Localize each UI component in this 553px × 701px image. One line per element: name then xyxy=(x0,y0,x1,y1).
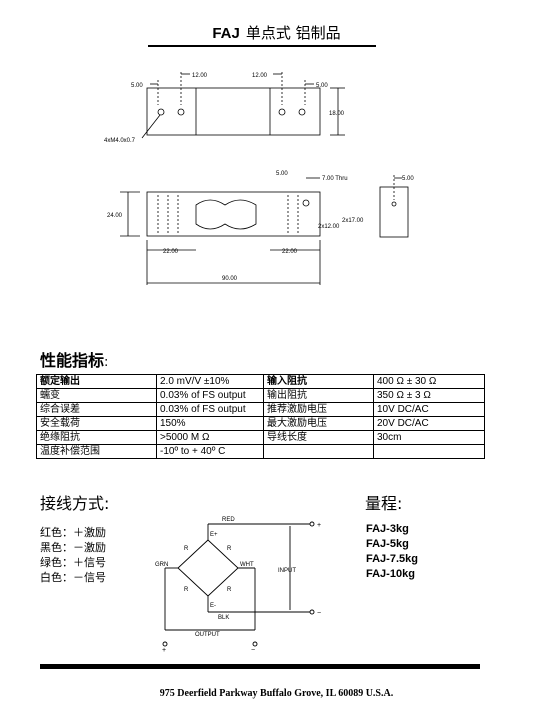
dim-label: 2x12.00 xyxy=(318,224,340,230)
wiring-heading: 接线方式: xyxy=(40,494,110,513)
spec-label: 推荐激励电压 xyxy=(263,402,374,417)
footer-rule xyxy=(40,664,480,669)
dim-label: 18.00 xyxy=(329,111,345,117)
capacity-item: FAJ-3kg xyxy=(366,523,409,535)
spec-value: -10º to + 40º C xyxy=(156,444,264,459)
wire-item: 黑色：－激励 xyxy=(40,541,106,554)
end-view: 5.00 xyxy=(379,175,414,238)
wire-item: 红色：＋激励 xyxy=(40,526,106,539)
spec-label: 输出阻抗 xyxy=(263,388,374,403)
spec-value: 20V DC/AC xyxy=(373,416,485,431)
excitation-minus-label: E- xyxy=(210,603,216,609)
resistor-label: R xyxy=(227,546,232,552)
spec-value: 350 Ω ± 3 Ω xyxy=(373,388,485,403)
capacity-list: FAJ-3kg FAJ-5kg FAJ-7.5kg FAJ-10kg xyxy=(366,522,418,582)
spec-label: 最大激励电压 xyxy=(263,416,374,431)
hole-note: 4xM4.0x0.7 xyxy=(104,138,136,144)
page-title: FAJ 单点式 铝制品 xyxy=(0,22,553,43)
title-underline xyxy=(148,45,376,47)
capacity-item: FAJ-10kg xyxy=(366,568,415,580)
spec-label: 额定输出 xyxy=(36,374,157,389)
dim-label: 90.00 xyxy=(222,276,238,282)
output-label: OUTPUT xyxy=(195,632,220,638)
dim-label: 5.00 xyxy=(276,171,288,177)
spec-label: 蠕变 xyxy=(36,388,157,403)
wire-label-red: RED xyxy=(222,517,235,523)
wire-label-wht: WHT xyxy=(240,562,254,568)
dim-label: 22.00 xyxy=(163,249,179,255)
spec-label: 输入阻抗 xyxy=(263,374,374,389)
wire-color-list: 红色：＋激励 黑色：－激励 绿色：＋信号 白色：－信号 xyxy=(40,525,106,585)
terminal-minus-label: − xyxy=(251,647,255,652)
spec-value: 400 Ω ± 30 Ω xyxy=(373,374,485,389)
dim-label: 5.00 xyxy=(131,83,143,89)
wire-item: 白色：－信号 xyxy=(40,571,106,584)
spec-value: >5000 M Ω xyxy=(156,430,264,445)
resistor-label: R xyxy=(184,587,189,593)
dim-label: 12.00 xyxy=(192,73,208,79)
capacity-item: FAJ-7.5kg xyxy=(366,553,418,565)
spec-row: 温度补偿范围-10º to + 40º C xyxy=(36,444,485,459)
mechanical-drawing: 5.00 12.00 12.00 5.00 18.00 4xM4.0x0.7 2… xyxy=(104,72,414,285)
range-heading: 量程: xyxy=(365,494,403,513)
product-title: 单点式 铝制品 xyxy=(245,24,341,42)
capacity-item: FAJ-5kg xyxy=(366,538,409,550)
footer-address: 975 Deerfield Parkway Buffalo Grove, IL … xyxy=(159,688,394,699)
spec-label: 温度补偿范围 xyxy=(36,444,157,459)
spec-heading: 性能指标: xyxy=(40,351,109,370)
terminal-plus-label: + xyxy=(162,647,166,652)
dim-label: 12.00 xyxy=(252,73,268,79)
spec-label: 绝缘阻抗 xyxy=(36,430,157,445)
resistor-label: R xyxy=(184,546,189,552)
spec-value: 0.03% of FS output xyxy=(156,388,264,403)
dim-label: 5.00 xyxy=(316,83,328,89)
dim-label: 5.00 xyxy=(402,176,414,182)
side-view: 24.00 22.00 22.00 90.00 5.00 7.00 Thru 2… xyxy=(107,171,364,285)
spec-heading-text: 性能指标 xyxy=(40,351,105,370)
wire-label-blk: BLK xyxy=(218,615,229,621)
spec-value xyxy=(373,444,485,459)
dim-label: 24.00 xyxy=(107,213,123,219)
spec-value: 0.03% of FS output xyxy=(156,402,264,417)
spec-label: 综合误差 xyxy=(36,402,157,417)
dim-label: 2x17.00 xyxy=(342,218,364,224)
terminal-minus-label: − xyxy=(317,610,321,617)
wiring-heading-text: 接线方式 xyxy=(40,494,105,513)
wire-label-grn: GRN xyxy=(155,562,168,568)
model-name: FAJ xyxy=(212,25,240,42)
spec-value: 30cm xyxy=(373,430,485,445)
spec-label: 安全载荷 xyxy=(36,416,157,431)
wiring-diagram: RED BLK GRN WHT INPUT OUTPUT E+ E- R R R… xyxy=(155,517,321,652)
range-heading-text: 量程 xyxy=(365,494,398,513)
top-view: 5.00 12.00 12.00 5.00 18.00 4xM4.0x0.7 xyxy=(104,72,345,144)
spec-value: 10V DC/AC xyxy=(373,402,485,417)
excitation-plus-label: E+ xyxy=(210,532,218,538)
spec-label: 导线长度 xyxy=(263,430,374,445)
dim-label: 7.00 Thru xyxy=(322,176,348,182)
dim-label: 22.00 xyxy=(282,249,298,255)
spec-value: 2.0 mV/V ±10% xyxy=(156,374,264,389)
terminal-plus-label: + xyxy=(317,522,321,529)
spec-label xyxy=(263,444,374,459)
input-label: INPUT xyxy=(278,568,296,574)
resistor-label: R xyxy=(227,587,232,593)
spec-value: 150% xyxy=(156,416,264,431)
wire-item: 绿色：＋信号 xyxy=(40,556,106,569)
